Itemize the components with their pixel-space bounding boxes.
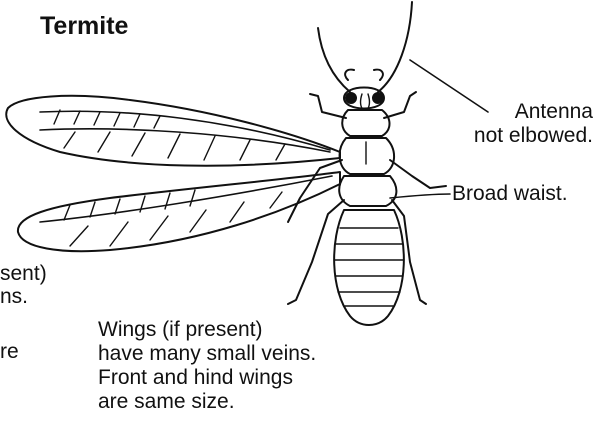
antennae — [318, 2, 412, 92]
abdomen — [334, 210, 404, 325]
waist-leader-line — [390, 194, 450, 198]
antenna-leader-line — [410, 60, 488, 112]
thorax — [339, 110, 396, 206]
hind-wing — [18, 172, 340, 251]
right-antenna — [378, 2, 412, 92]
left-antenna — [318, 28, 350, 92]
head — [344, 70, 384, 110]
front-wing — [6, 96, 340, 166]
